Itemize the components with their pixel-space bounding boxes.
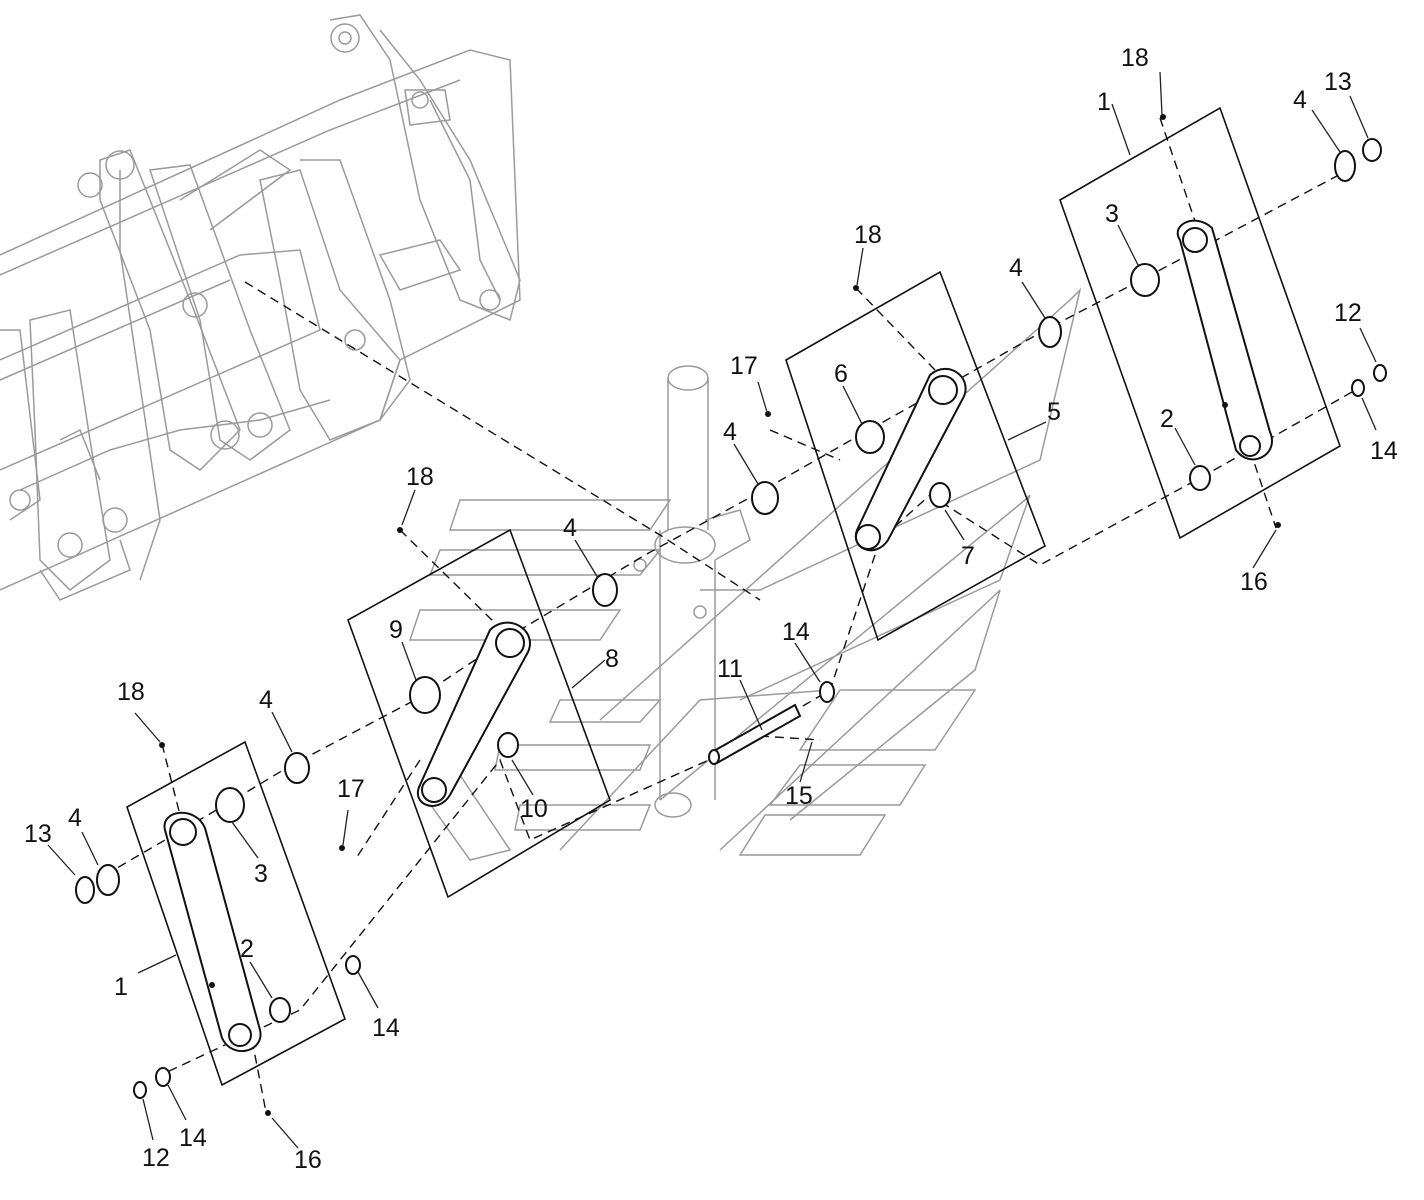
link-arm-center [417, 621, 531, 807]
callout-4-bottom-left-2: 4 [68, 804, 82, 832]
callout-3-bottom-left: 3 [254, 860, 268, 888]
bushings-and-rings [75, 114, 1387, 1116]
callout-4-mid: 4 [723, 418, 737, 446]
callout-17-bottom-left: 17 [337, 775, 365, 803]
callout-15-center: 15 [785, 782, 813, 810]
link-arm-bottom-left [163, 811, 262, 1052]
callout-3-top-right: 3 [1105, 200, 1119, 228]
callout-5-mid: 5 [1047, 398, 1061, 426]
background-loader-frame [0, 14, 521, 601]
callout-18-top-right: 18 [1121, 44, 1149, 72]
callout-10-center: 10 [520, 795, 548, 823]
callout-1-top-right: 1 [1097, 88, 1111, 116]
callout-16-right: 16 [1240, 568, 1268, 596]
bracket-panels [126, 106, 1341, 1087]
callout-2-right: 2 [1160, 405, 1174, 433]
callout-2-bottom-left: 2 [240, 935, 254, 963]
panel-mid [785, 270, 1046, 642]
callout-labels: 18 13 1 4 3 12 2 14 16 18 4 17 6 4 5 7 1… [24, 44, 1398, 1174]
leader-lines [47, 71, 1377, 1149]
callout-8-center: 8 [605, 645, 619, 673]
callout-1-bottom-left: 1 [114, 973, 128, 1001]
callout-14-center: 14 [782, 618, 810, 646]
callout-18-bottom-left: 18 [117, 678, 145, 706]
callout-4-top-right: 4 [1293, 86, 1307, 114]
callout-13-top-right: 13 [1324, 68, 1352, 96]
callout-14-bottom-left-2: 14 [179, 1124, 207, 1152]
callout-7-mid: 7 [961, 542, 975, 570]
callout-9-left: 9 [389, 616, 403, 644]
assembly-centerlines [104, 117, 1353, 1113]
callout-14-bottom-left: 14 [372, 1014, 400, 1042]
callout-12-right: 12 [1334, 299, 1362, 327]
callout-11-center: 11 [717, 655, 743, 683]
callout-17-mid: 17 [730, 352, 758, 380]
link-arm-mid [854, 368, 967, 552]
callout-18-mid: 18 [854, 221, 882, 249]
callout-18-left: 18 [406, 463, 434, 491]
callout-12-bottom-left: 12 [142, 1144, 170, 1172]
callout-4-mid-right: 4 [1009, 254, 1023, 282]
panel-center [347, 528, 611, 899]
link-arm-top-right [1176, 219, 1273, 461]
callout-14-right: 14 [1370, 437, 1398, 465]
callout-4-center: 4 [563, 514, 577, 542]
callout-6-mid: 6 [834, 360, 848, 388]
callout-13-bottom-left: 13 [24, 820, 52, 848]
central-shaft [633, 365, 751, 818]
panel-bottom-left [126, 740, 346, 1087]
callout-16-bottom-left: 16 [294, 1146, 322, 1174]
callout-4-bottom-left: 4 [259, 686, 273, 714]
